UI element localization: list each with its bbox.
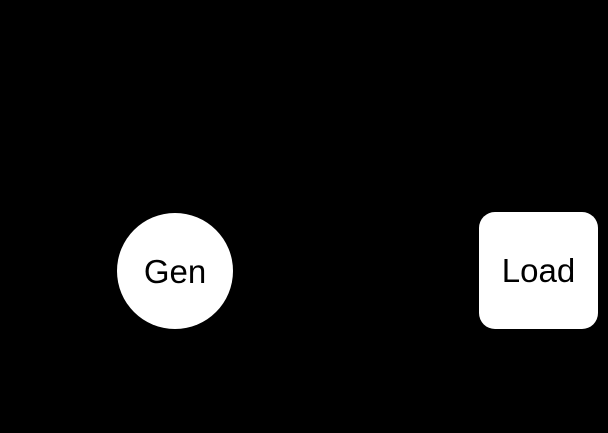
load-node: Load bbox=[479, 212, 598, 329]
load-node-label: Load bbox=[501, 252, 576, 289]
gen-node-label: Gen bbox=[143, 252, 207, 290]
gen-node: Gen bbox=[117, 213, 233, 329]
